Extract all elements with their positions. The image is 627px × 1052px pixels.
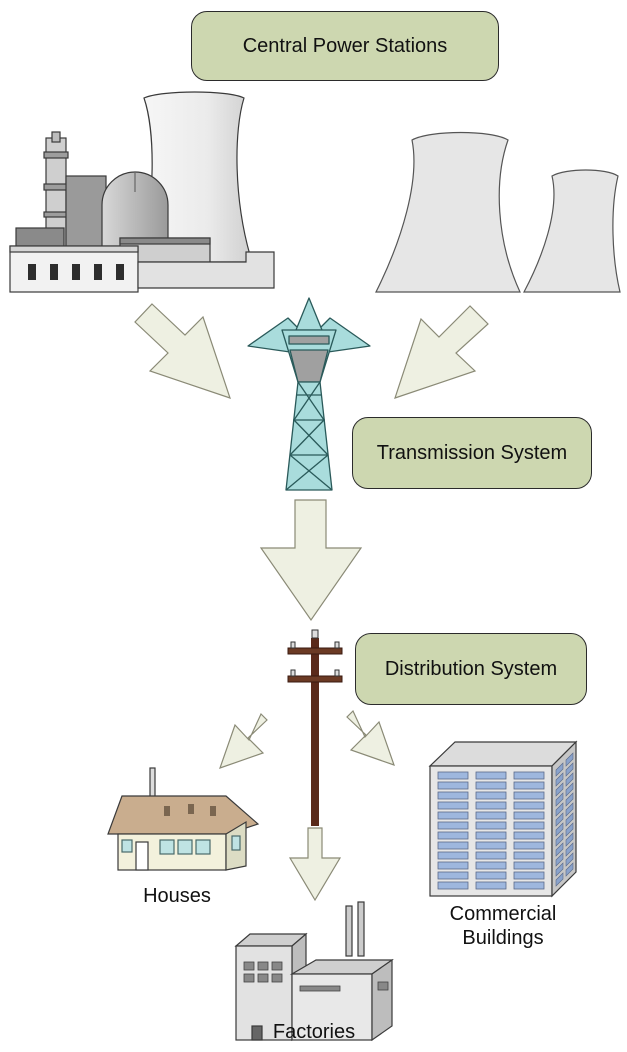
office-window	[475, 851, 507, 860]
transmission-system-label: Transmission System	[352, 417, 592, 489]
office-side-window	[555, 762, 564, 777]
office-side-window	[555, 772, 564, 787]
office-side-window	[565, 812, 574, 827]
houses-caption: Houses	[143, 885, 211, 907]
office-window	[437, 771, 469, 780]
flow-arrow-icon	[346, 709, 395, 766]
office-side-window	[565, 842, 574, 857]
office-window	[513, 821, 545, 830]
distribution-system-label: Distribution System	[355, 633, 587, 705]
office-window	[437, 811, 469, 820]
office-side-window	[555, 842, 564, 857]
office-side-window	[555, 832, 564, 847]
office-window	[437, 801, 469, 810]
office-window	[475, 781, 507, 790]
office-window	[513, 871, 545, 880]
office-window	[437, 871, 469, 880]
office-window	[513, 881, 545, 890]
office-side-window	[555, 822, 564, 837]
office-side-window	[565, 792, 574, 807]
office-window	[475, 871, 507, 880]
flow-arrow-icon	[134, 303, 231, 399]
office-window	[475, 771, 507, 780]
transmission-tower-icon	[247, 297, 371, 491]
central-power-stations-label: Central Power Stations	[191, 11, 499, 81]
office-side-window	[565, 852, 574, 867]
flow-arrow-icon	[288, 827, 342, 902]
office-window	[475, 801, 507, 810]
office-window	[475, 831, 507, 840]
cooling-tower-icon	[523, 169, 621, 293]
office-side-window	[555, 812, 564, 827]
office-side-window	[555, 802, 564, 817]
office-side-window	[565, 832, 574, 847]
office-window	[513, 811, 545, 820]
office-side-window	[555, 872, 564, 887]
utility-pole-icon	[287, 629, 343, 826]
office-side-window	[555, 792, 564, 807]
office-window	[475, 881, 507, 890]
office-window	[513, 831, 545, 840]
office-building-icon	[428, 740, 578, 898]
office-window	[513, 801, 545, 810]
factory-icon	[234, 901, 394, 1042]
office-window	[437, 881, 469, 890]
nuclear-plant-icon	[9, 91, 275, 293]
office-side-window	[555, 852, 564, 867]
office-window	[437, 781, 469, 790]
flow-arrow-icon	[394, 305, 489, 399]
office-side-window	[555, 782, 564, 797]
commercial-caption-line1: Commercial	[449, 903, 557, 925]
commercial-buildings-caption: Commercial Buildings	[428, 902, 578, 950]
office-window	[513, 791, 545, 800]
flow-arrow-icon	[259, 499, 363, 622]
office-side-window	[565, 772, 574, 787]
office-window	[437, 821, 469, 830]
office-window	[513, 841, 545, 850]
cooling-tower-icon	[375, 131, 521, 293]
office-window	[475, 821, 507, 830]
office-window	[437, 831, 469, 840]
office-window	[437, 791, 469, 800]
commercial-caption-line2: Buildings	[462, 927, 544, 949]
office-window	[437, 861, 469, 870]
office-window	[475, 791, 507, 800]
office-side-window	[565, 862, 574, 877]
office-window	[437, 841, 469, 850]
office-window	[513, 781, 545, 790]
office-window	[513, 861, 545, 870]
office-window	[475, 841, 507, 850]
office-side-window	[565, 802, 574, 817]
office-side-window	[565, 762, 574, 777]
office-window	[437, 851, 469, 860]
office-window	[513, 851, 545, 860]
office-side-window	[555, 862, 564, 877]
office-window	[475, 861, 507, 870]
office-side-window	[565, 822, 574, 837]
factories-caption: Factories	[272, 1021, 356, 1043]
flow-arrow-icon	[219, 712, 268, 769]
office-side-window	[565, 752, 574, 767]
office-window	[475, 811, 507, 820]
house-icon	[107, 767, 260, 871]
office-window	[513, 771, 545, 780]
office-side-window	[565, 782, 574, 797]
